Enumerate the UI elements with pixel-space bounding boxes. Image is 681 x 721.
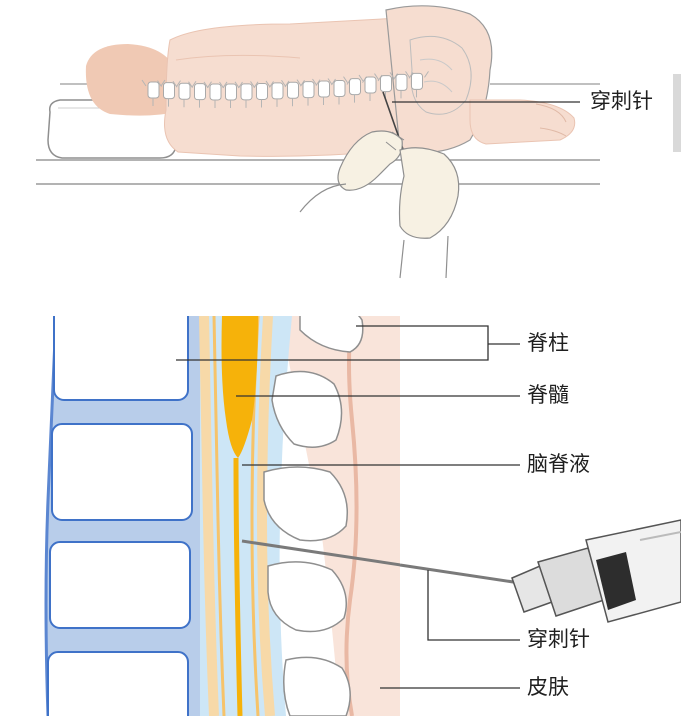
vertebral-body [49,541,191,629]
vertebra [349,78,361,96]
vertebra [163,82,175,100]
vertebra [271,82,284,100]
vertebra [302,81,315,99]
vertebra-process [405,71,429,98]
spinous-processes [263,316,364,716]
gloved-hand-left [337,130,403,191]
vertebra [194,83,206,101]
vertebra [256,82,268,100]
label-needle-bottom: 穿刺针 [527,627,590,651]
vertebral-body [53,316,189,401]
vertebra-process [157,80,181,107]
vertebra [147,81,160,99]
label-skin: 皮肤 [527,675,569,699]
label-spine: 脊柱 [527,331,569,355]
vertebra-process [203,81,228,108]
vertebra-process [219,81,243,108]
vertebral-body [51,423,193,521]
label-pointers [176,325,520,689]
vertebra [333,79,346,97]
vertebra [240,83,253,101]
spine-top [141,71,429,108]
vertebra [318,80,330,98]
syringe-icon [399,519,681,623]
scrollbar[interactable] [673,74,681,152]
spine-cross-section [44,316,681,716]
vertebral-body [47,651,189,716]
vertebra [380,75,392,93]
vertebra [395,73,408,91]
vertebra [209,83,222,101]
spinous-process [263,466,348,542]
spinous-process [299,316,364,353]
hip [385,5,493,154]
label-needle-top: 穿刺针 [590,89,653,113]
vertebra [411,72,423,90]
head [85,44,176,116]
label-spinal-cord: 脊髓 [527,383,569,407]
vertebra-process [141,79,166,106]
spinal-cord [221,316,258,458]
vertebra [287,81,299,99]
vertebral-bodies [47,316,193,716]
vertebra-process [188,81,212,108]
vertebra [364,76,377,94]
spinous-process [271,370,343,448]
patient-illustration [36,5,600,279]
gloved-hand-right [398,147,460,239]
vertebra [178,82,191,100]
spinous-process [283,656,351,716]
skin-layer [344,316,359,716]
vertebra-process [172,80,197,108]
label-csf: 脑脊液 [527,452,590,476]
spinous-process [267,561,347,633]
vertebra [225,83,237,101]
legs [469,99,576,145]
